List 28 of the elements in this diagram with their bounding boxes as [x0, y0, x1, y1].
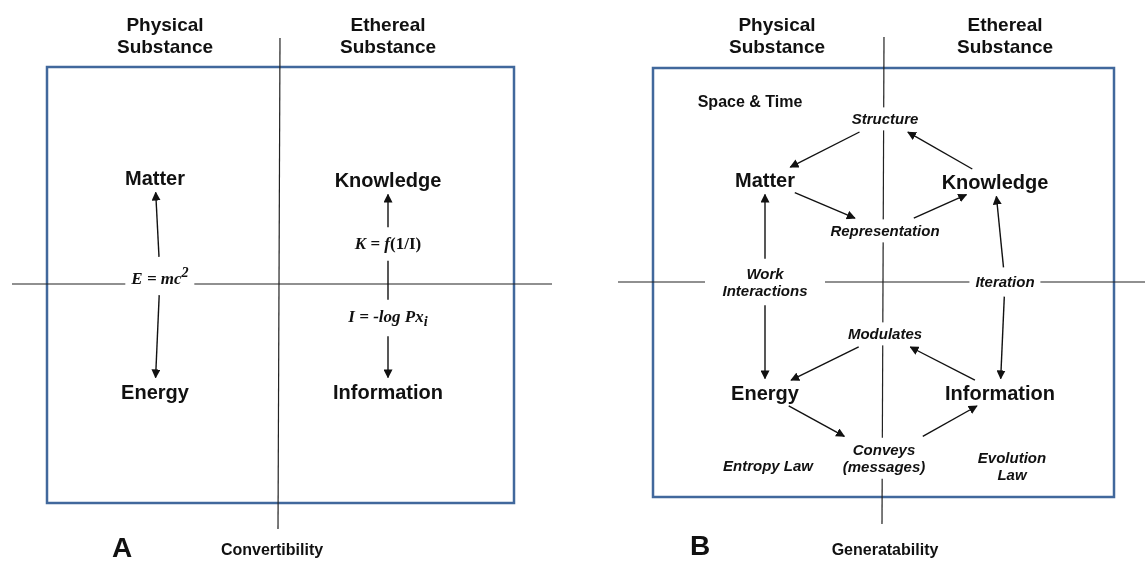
column-heading: Ethereal Substance — [338, 14, 438, 58]
arrow — [383, 193, 393, 228]
axis-title: Convertibility — [220, 540, 324, 560]
arrow — [996, 295, 1006, 380]
arrow — [909, 346, 976, 381]
arrow — [789, 131, 861, 168]
arrow — [913, 193, 968, 219]
arrow — [992, 195, 1005, 269]
column-heading: Physical Substance — [727, 14, 827, 58]
arrow — [383, 335, 393, 379]
arrow — [151, 294, 161, 379]
arrow — [907, 131, 973, 170]
column-heading: Ethereal Substance — [955, 14, 1055, 58]
arrow — [788, 405, 846, 437]
column-heading: Physical Substance — [115, 14, 215, 58]
connector-line — [387, 260, 389, 301]
arrow — [794, 192, 856, 220]
law-label: Entropy Law — [723, 457, 813, 475]
arrow — [151, 191, 161, 258]
axis-title: Generatability — [831, 540, 939, 560]
arrow — [760, 304, 770, 380]
law-label: Evolution Law — [976, 448, 1048, 484]
arrow — [922, 405, 978, 437]
panel-letter: B — [689, 529, 711, 563]
panel-letter: A — [111, 531, 133, 564]
region-label: Space & Time — [697, 92, 803, 112]
arrow — [760, 193, 770, 260]
arrow — [790, 346, 860, 381]
